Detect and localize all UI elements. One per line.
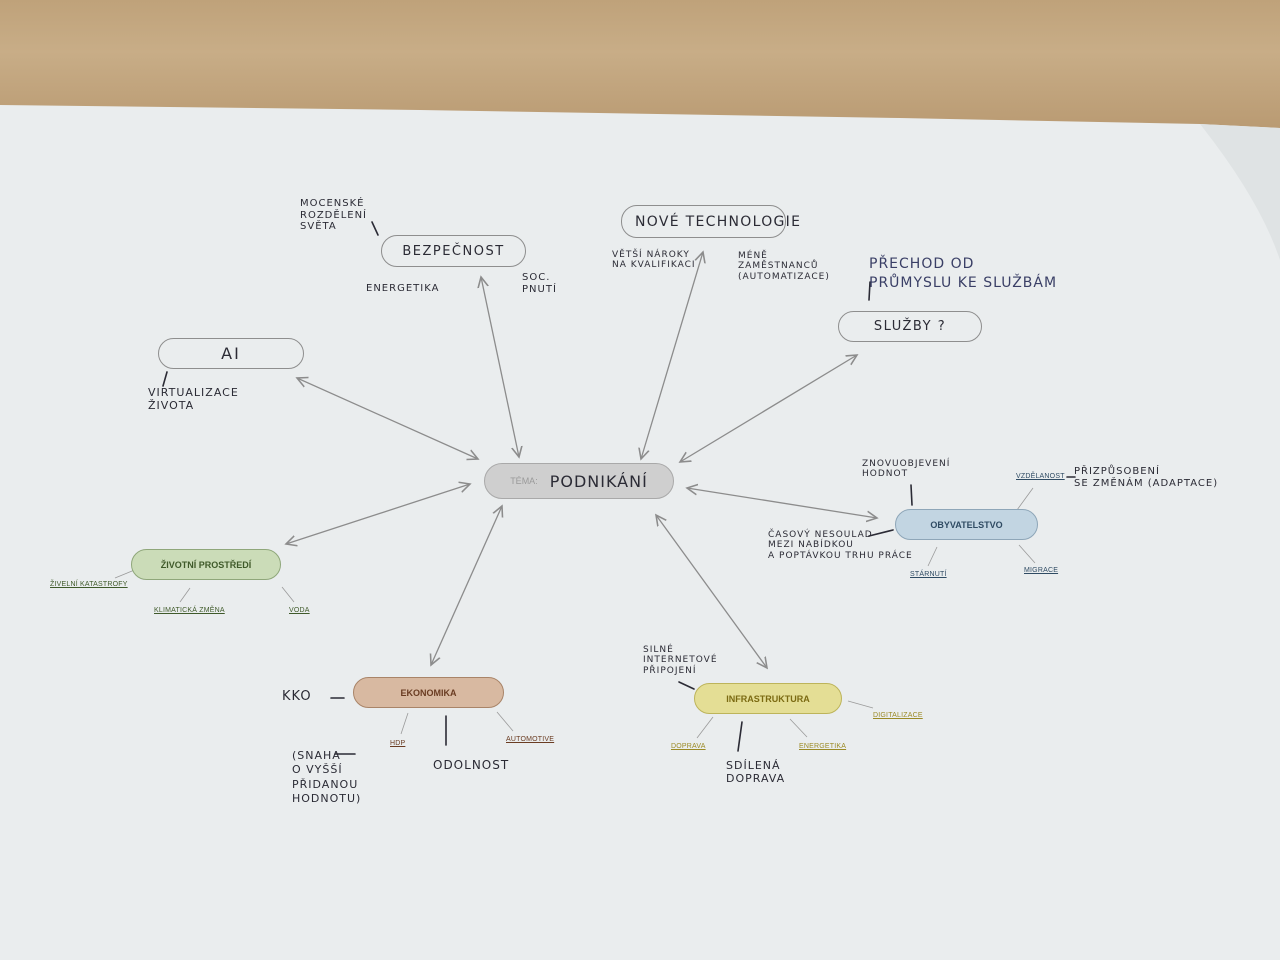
node-ai[interactable]: AI: [158, 338, 304, 369]
hand-stroke-ai: [162, 371, 168, 387]
node-bezpecnost[interactable]: BEZPEČNOST: [381, 235, 526, 267]
hand-stroke-mocenske: [371, 221, 379, 236]
hand-stroke-casovy: [868, 529, 894, 537]
sub-arrow-energetika: [789, 718, 808, 738]
sub-arrow-klimaticka: [179, 587, 191, 603]
note-znovuobjeveni: ZNOVUOBJEVENÍ HODNOT: [862, 459, 951, 480]
sub-arrow-doprava: [696, 716, 714, 739]
central-topic-title: PODNIKÁNÍ: [549, 471, 648, 491]
arrow-zivotni: [286, 484, 470, 544]
arrow-obyvatelstvo: [687, 488, 877, 518]
hand-stroke-znovu: [910, 484, 913, 506]
subtopic-zivelni-katastrofy: ŽIVELNÍ KATASTROFY: [50, 581, 128, 588]
note-virtualizace: VIRTUALIZACE ŽIVOTA: [148, 386, 239, 412]
note-odolnost: ODOLNOST: [433, 758, 510, 772]
node-infrastruktura-label: INFRASTRUKTURA: [726, 693, 810, 704]
arrow-sluzby: [680, 355, 857, 462]
arrow-nove-technologie: [641, 252, 703, 459]
node-ai-label: AI: [221, 344, 241, 363]
arrow-infrastruktura: [656, 515, 767, 668]
subtopic-automotive: AUTOMOTIVE: [506, 736, 555, 743]
sub-arrow-hdp: [400, 712, 409, 735]
note-casovy-nesoulad: ČASOVÝ NESOULAD MEZI NABÍDKOU A POPTÁVKO…: [768, 530, 913, 561]
note-prizpusobeni: PŘIZPŮSOBENÍ SE ZMĚNÁM (ADAPTACE): [1074, 466, 1219, 489]
note-energetika: ENERGETIKA: [366, 283, 440, 294]
sub-arrow-vzdelanost: [1016, 487, 1034, 511]
node-ekonomika[interactable]: EKONOMIKA: [353, 677, 504, 708]
node-zivotni-prostredi-label: ŽIVOTNÍ PROSTŘEDÍ: [160, 559, 252, 570]
node-obyvatelstvo[interactable]: OBYVATELSTVO: [895, 509, 1038, 540]
note-sdilena-doprava: SDÍLENÁ DOPRAVA: [726, 759, 786, 785]
note-vetsi-naroky: VĚTŠÍ NÁROKY NA KVALIFIKACI: [612, 250, 696, 271]
node-sluzby-label: SLUŽBY ?: [873, 319, 947, 334]
note-mocenske-rozdeleni: MOCENSKÉ ROZDĚLENÍ SVĚTA: [300, 198, 368, 232]
subtopic-starnuti: STÁRNUTÍ: [910, 571, 947, 578]
hand-stroke-silne: [678, 681, 695, 690]
sub-arrow-automotive: [496, 711, 514, 732]
subtopic-vzdelanost: VZDĚLANOST: [1016, 473, 1065, 480]
node-obyvatelstvo-label: OBYVATELSTVO: [930, 519, 1003, 530]
node-sluzby[interactable]: SLUŽBY ?: [838, 311, 982, 342]
central-topic-box[interactable]: TÉMA: PODNIKÁNÍ: [484, 463, 674, 499]
note-soc-pnuti: SOC. PNUTÍ: [522, 272, 557, 295]
node-nove-technologie-label: NOVÉ TECHNOLOGIE: [635, 213, 802, 230]
note-prechod: PŘECHOD OD PRŮMYSLU KE SLUŽBÁM: [869, 256, 1058, 291]
hand-stroke-prechod: [868, 281, 871, 301]
arrow-bezpecnost: [481, 277, 519, 457]
subtopic-hdp: HDP: [390, 740, 406, 747]
subtopic-doprava: DOPRAVA: [671, 743, 706, 750]
node-bezpecnost-label: BEZPEČNOST: [402, 243, 505, 259]
subtopic-migrace: MIGRACE: [1024, 567, 1059, 574]
subtopic-voda: VODA: [289, 607, 310, 614]
node-infrastruktura[interactable]: INFRASTRUKTURA: [694, 683, 842, 714]
subtopic-energetika: ENERGETIKA: [799, 743, 847, 750]
sub-arrow-starnuti: [927, 546, 938, 567]
note-silne-pripojeni: SILNÉ INTERNETOVÉ PŘIPOJENÍ: [643, 645, 718, 676]
node-nove-technologie[interactable]: NOVÉ TECHNOLOGIE: [621, 205, 800, 238]
sub-arrow-digitalizace: [847, 700, 874, 709]
sub-arrow-migrace: [1018, 544, 1036, 564]
note-kko: KKO: [282, 689, 312, 704]
subtopic-klimaticka-zmena: KLIMATICKÁ ZMĚNA: [154, 607, 225, 614]
note-snaha: (SNAHA O VYŠŠÍ PŘIDANOU HODNOTU): [292, 749, 362, 805]
node-ekonomika-label: EKONOMIKA: [400, 687, 457, 698]
arrow-ai: [297, 378, 478, 459]
subtopic-digitalizace: DIGITALIZACE: [873, 712, 923, 719]
hand-stroke-sdilena: [737, 721, 743, 752]
node-zivotni-prostredi[interactable]: ŽIVOTNÍ PROSTŘEDÍ: [131, 549, 281, 580]
arrow-ekonomika: [431, 506, 502, 665]
central-topic-prefix: TÉMA:: [510, 476, 538, 486]
note-mene-zamestnancu: MÉNĚ ZAMĚSTNANCŮ (AUTOMATIZACE): [738, 251, 830, 282]
sub-arrow-voda: [281, 586, 295, 603]
